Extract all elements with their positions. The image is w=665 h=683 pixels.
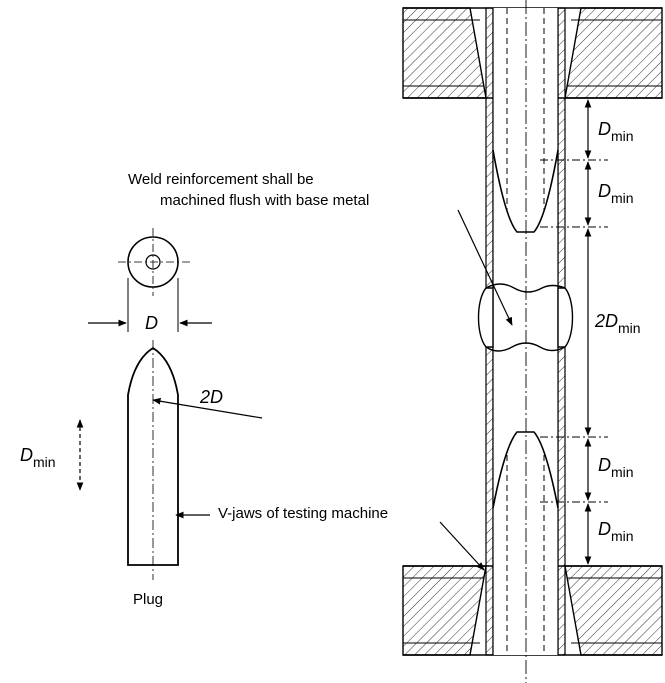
vjaws-leader-right bbox=[439, 521, 485, 571]
plug-side-view bbox=[76, 340, 263, 580]
dim-label-2: Dmin bbox=[598, 181, 634, 206]
top-grip-right-jaw bbox=[564, 7, 663, 99]
top-grip-left-jaw bbox=[402, 7, 487, 99]
top-grip bbox=[402, 7, 663, 99]
dim-label-5: Dmin bbox=[598, 519, 634, 544]
plug-caption: Plug bbox=[133, 591, 164, 608]
left-dmin-label: Dmin bbox=[20, 445, 56, 470]
bottom-grip-left-jaw bbox=[402, 565, 487, 656]
bottom-grip-right-jaw bbox=[564, 565, 663, 656]
bottom-grip bbox=[402, 565, 663, 656]
dim-label-3: 2Dmin bbox=[595, 311, 641, 336]
radius-label: 2D bbox=[200, 387, 224, 407]
plug-end-view bbox=[88, 228, 212, 332]
tube-specimen bbox=[477, 0, 574, 683]
weld-note-line2: machined flush with base metal bbox=[160, 192, 370, 209]
weld-top-edge bbox=[485, 283, 566, 293]
dimension-chain bbox=[540, 97, 608, 567]
radius-leader bbox=[152, 397, 263, 419]
weld-note-line1: Weld reinforcement shall be bbox=[128, 171, 314, 188]
vjaws-note: V-jaws of testing machine bbox=[218, 505, 389, 522]
top-plug-nose bbox=[492, 149, 559, 233]
bottom-plug-nose bbox=[492, 431, 559, 509]
dim-label-1: Dmin bbox=[598, 119, 634, 144]
weld-leader bbox=[457, 209, 513, 326]
dim-label-4: Dmin bbox=[598, 455, 634, 480]
d-label: D bbox=[145, 313, 158, 333]
